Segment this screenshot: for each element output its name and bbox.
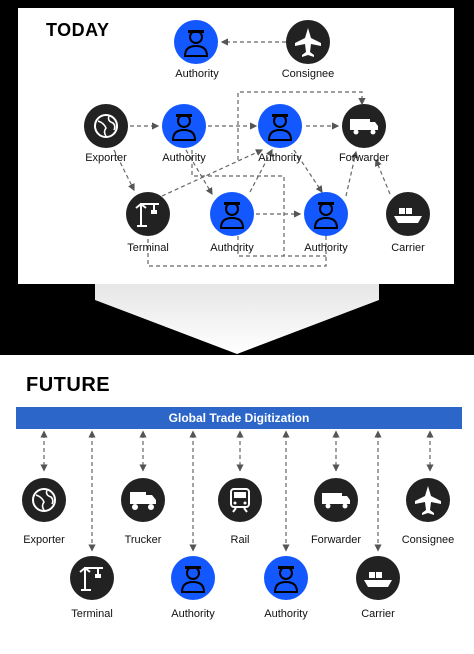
authority-icon (273, 566, 299, 593)
future-carrier-node (356, 556, 400, 600)
train-icon (230, 488, 250, 513)
authority-icon (183, 30, 209, 57)
today-title: TODAY (46, 20, 110, 40)
crane-icon (135, 203, 159, 227)
future-terminal-label: Terminal (71, 608, 113, 620)
future-carrier-label: Carrier (361, 608, 395, 620)
future-consignee-label: Consignee (401, 534, 455, 546)
authority-top-label: Authority (175, 68, 219, 80)
authority-low1-label: Authority (210, 242, 254, 254)
globe-icon (94, 114, 118, 138)
terminal-node (126, 192, 170, 236)
future-forwarder-label: Forwarder (310, 534, 362, 546)
authority-icon (267, 114, 293, 141)
ship-icon (364, 572, 392, 587)
authority-mid2-node (258, 104, 302, 148)
authority-icon (180, 566, 206, 593)
consignee-label: Consignee (281, 68, 335, 80)
carrier-label: Carrier (391, 242, 425, 254)
future-title: FUTURE (26, 374, 111, 396)
airplane-icon (415, 486, 441, 515)
truck-icon (322, 493, 350, 509)
authority-low2-label: Authority (304, 242, 348, 254)
future-terminal-node (70, 556, 114, 600)
authority-mid2-label: Authority (258, 152, 302, 164)
terminal-label: Terminal (127, 242, 169, 254)
authority-top-node (174, 20, 218, 64)
authority-icon (219, 202, 245, 229)
future-authority1-node (171, 556, 215, 600)
globe-icon (32, 488, 56, 512)
global-trade-digitization-bar: Global Trade Digitization (16, 407, 462, 429)
future-authority2-node (264, 556, 308, 600)
future-forwarder-node (314, 478, 358, 522)
carrier-node (386, 192, 430, 236)
today-box (18, 8, 454, 284)
future-trucker-label: Trucker (124, 534, 162, 546)
authority-mid1-label: Authority (162, 152, 206, 164)
crane-icon (79, 567, 103, 591)
future-exporter-label: Exporter (23, 534, 65, 546)
today-connections (113, 38, 391, 267)
future-authority1-label: Authority (171, 608, 215, 620)
future-consignee-node (406, 478, 450, 522)
future-authority2-label: Authority (264, 608, 308, 620)
future-rail-node (218, 478, 262, 522)
ship-icon (394, 208, 422, 223)
today-panel (0, 0, 474, 355)
truck-icon (130, 492, 156, 510)
transition-arrow (95, 284, 379, 354)
airplane-icon (295, 28, 321, 57)
future-exporter-node (22, 478, 66, 522)
authority-icon (171, 114, 197, 141)
exporter-label: Exporter (85, 152, 127, 164)
authority-mid1-node (162, 104, 206, 148)
truck-icon (350, 119, 378, 135)
exporter-node (84, 104, 128, 148)
future-rail-label: Rail (230, 534, 250, 546)
future-trucker-node (121, 478, 165, 522)
authority-low1-node (210, 192, 254, 236)
authority-icon (313, 202, 339, 229)
authority-low2-node (304, 192, 348, 236)
forwarder-label: Forwarder (338, 152, 390, 164)
consignee-node (286, 20, 330, 64)
forwarder-node (342, 104, 386, 148)
